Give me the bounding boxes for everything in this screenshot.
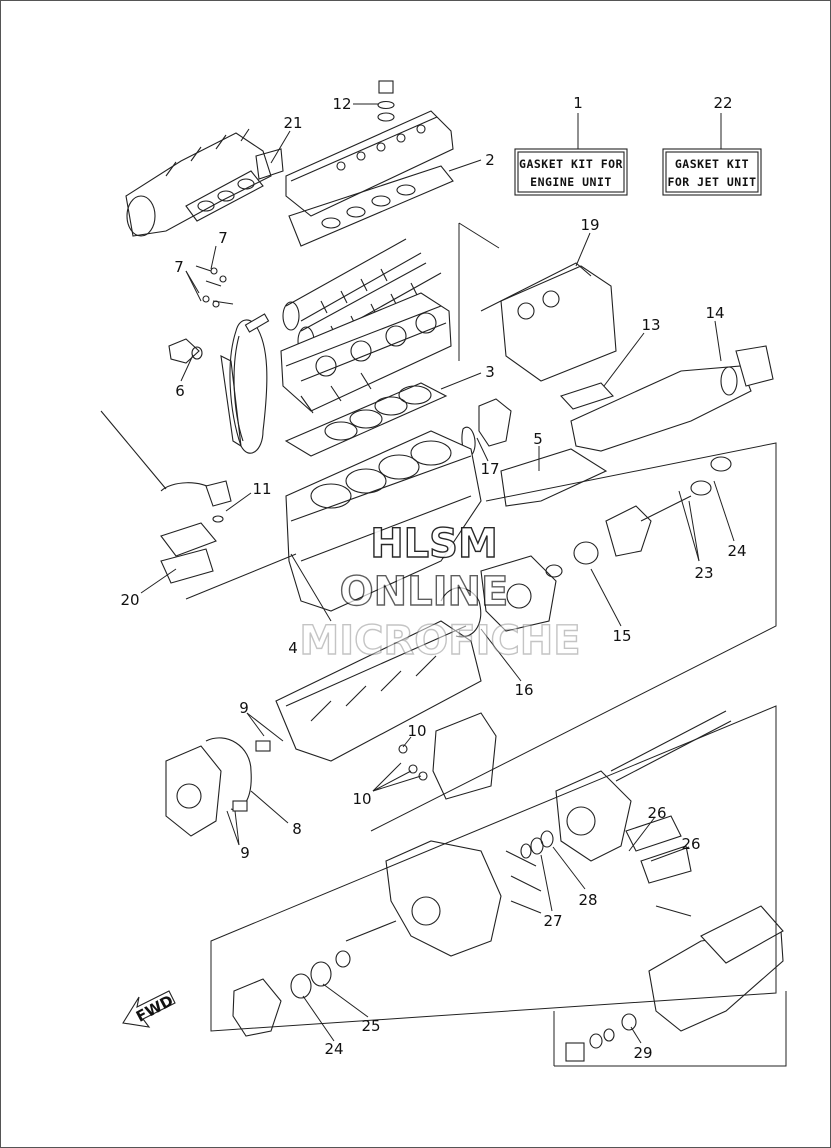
watermark-line3: MICROFICHE: [299, 618, 580, 664]
thermostat-cover-drawing: [461, 398, 608, 507]
cylinder-block-drawing: [285, 430, 482, 612]
callout-10-upper: 10: [407, 722, 426, 740]
watermark-line1: HLSM: [370, 521, 498, 567]
jet-kit-label-line1: GASKET KIT: [675, 157, 749, 171]
callout-5: 5: [533, 430, 543, 448]
crankcase-drawing: [275, 620, 482, 762]
callout-3: 3: [485, 363, 495, 381]
callout-24-upper: 24: [727, 542, 746, 560]
callout-9-upper: 9: [239, 699, 249, 717]
jet-pump-housing-drawing: [555, 710, 732, 917]
jet-gasket-kit-box: GASKET KIT FOR JET UNIT: [662, 148, 762, 196]
water-pump-cover-drawing: [165, 737, 271, 837]
forward-direction-arrow: FWD: [122, 990, 176, 1028]
engine-kit-label-line2: ENGINE UNIT: [530, 175, 612, 189]
callout-28: 28: [578, 891, 597, 909]
watermark: HLSM ONLINE MICROFICHE: [299, 520, 582, 664]
callout-21: 21: [283, 114, 302, 132]
bearing-housing-drawing: [232, 950, 351, 1037]
pump-body-drawing: [398, 712, 497, 800]
callout-10-lower: 10: [352, 790, 371, 808]
impeller-housing-drawing: [345, 840, 542, 957]
callout-29: 29: [633, 1044, 652, 1062]
callout-7-lower: 7: [174, 258, 184, 276]
cylinder-head-gasket-drawing: [284, 382, 448, 457]
callout-26-upper: 26: [647, 804, 666, 822]
callout-14: 14: [705, 304, 724, 322]
callout-23: 23: [694, 564, 713, 582]
callout-15: 15: [612, 627, 631, 645]
callout-9-lower: 9: [240, 844, 250, 862]
callout-2: 2: [485, 151, 495, 169]
sensor-and-bolts-drawing: [168, 265, 234, 364]
callout-22: 22: [713, 94, 732, 112]
watermark-line2: ONLINE: [340, 569, 509, 615]
cylinder-head-drawing: [280, 292, 452, 414]
callout-7-upper: 7: [218, 229, 228, 247]
oil-filler-cap-drawing: [377, 80, 395, 122]
callout-8: 8: [292, 820, 302, 838]
engine-kit-label-line1: GASKET KIT FOR: [519, 157, 623, 171]
callout-1: 1: [573, 94, 583, 112]
leader-lines: [140, 103, 735, 1044]
timing-chain-drawing: [220, 313, 270, 454]
callout-12: 12: [332, 95, 351, 113]
oil-seals-drawing: [520, 830, 554, 859]
callout-13: 13: [641, 316, 660, 334]
callout-4: 4: [288, 639, 298, 657]
callout-labels: 1 2 3 4 5 6 7 7 8 9 9 10 10 11 12 13 14 …: [120, 94, 746, 1062]
oil-pump-drawing: [440, 555, 557, 638]
callout-27: 27: [543, 912, 562, 930]
callout-20: 20: [120, 591, 139, 609]
callout-25: 25: [361, 1017, 380, 1035]
breather-plate-drawing: [160, 522, 217, 584]
exhaust-pipe-drawing: [480, 262, 774, 452]
group-bracket-lines: [185, 222, 787, 1067]
fwd-label: FWD: [133, 991, 176, 1025]
jet-kit-label-line2: FOR JET UNIT: [667, 175, 756, 189]
coupling-drawing: [545, 456, 732, 578]
callout-19: 19: [580, 216, 599, 234]
callout-16: 16: [514, 681, 533, 699]
callout-11: 11: [252, 480, 271, 498]
callout-17: 17: [480, 460, 499, 478]
callout-26-lower: 26: [681, 835, 700, 853]
callout-24-lower: 24: [324, 1040, 343, 1058]
engine-gasket-kit-box: GASKET KIT FOR ENGINE UNIT: [514, 148, 628, 196]
exhaust-manifold-drawing: [125, 128, 284, 237]
oil-pipe-drawing: [100, 410, 232, 523]
callout-6: 6: [175, 382, 185, 400]
cylinder-head-cover-drawing: [285, 110, 454, 247]
nozzle-drawing: [565, 905, 784, 1062]
